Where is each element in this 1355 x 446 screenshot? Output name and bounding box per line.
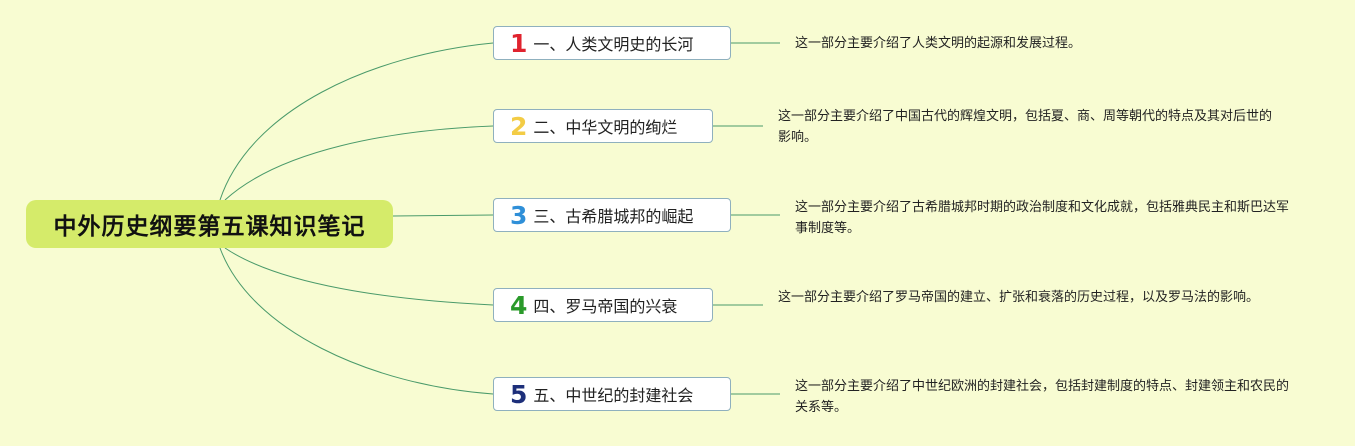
connector-root-topic-3 bbox=[392, 214, 494, 217]
central-topic[interactable]: 中外历史纲要第五课知识笔记 bbox=[26, 200, 393, 248]
topic-label: 三、古希腊城邦的崛起 bbox=[533, 207, 694, 226]
topic-1-note: 这一部分主要介绍了人类文明的起源和发展过程。 bbox=[795, 36, 1082, 51]
number-4-icon: 4 bbox=[510, 290, 528, 320]
topic-label: 四、罗马帝国的兴衰 bbox=[533, 297, 678, 316]
connector-root-topic-4 bbox=[224, 247, 494, 306]
number-1-icon: 1 bbox=[510, 28, 528, 58]
topic-label: 二、中华文明的绚烂 bbox=[533, 118, 678, 137]
connector-root-topic-1 bbox=[219, 42, 494, 201]
topic-4[interactable]: 4 四、罗马帝国的兴衰 bbox=[493, 288, 713, 322]
topic-3-note: 这一部分主要介绍了古希腊城邦时期的政治制度和文化成就，包括雅典民主和斯巴达军事制… bbox=[795, 200, 1290, 236]
topic-label: 五、中世纪的封建社会 bbox=[533, 386, 694, 405]
connector-root-topic-2 bbox=[224, 125, 494, 201]
topic-2[interactable]: 2 二、中华文明的绚烂 bbox=[493, 109, 713, 143]
topic-4-note: 这一部分主要介绍了罗马帝国的建立、扩张和衰落的历史过程，以及罗马法的影响。 bbox=[778, 290, 1260, 305]
central-topic-title: 中外历史纲要第五课知识笔记 bbox=[53, 214, 366, 240]
topic-5-note: 这一部分主要介绍了中世纪欧洲的封建社会，包括封建制度的特点、封建领主和农民的关系… bbox=[795, 379, 1290, 415]
topic-5[interactable]: 5 五、中世纪的封建社会 bbox=[493, 377, 731, 411]
topic-2-note: 这一部分主要介绍了中国古代的辉煌文明，包括夏、商、周等朝代的特点及其对后世的影响… bbox=[778, 109, 1273, 145]
topic-3[interactable]: 3 三、古希腊城邦的崛起 bbox=[493, 198, 731, 232]
connector-root-topic-5 bbox=[219, 247, 494, 395]
topic-label: 一、人类文明史的长河 bbox=[533, 35, 694, 54]
topic-1[interactable]: 1 一、人类文明史的长河 bbox=[493, 26, 731, 60]
number-5-icon: 5 bbox=[510, 379, 528, 409]
number-3-icon: 3 bbox=[510, 200, 528, 230]
number-2-icon: 2 bbox=[510, 111, 528, 141]
